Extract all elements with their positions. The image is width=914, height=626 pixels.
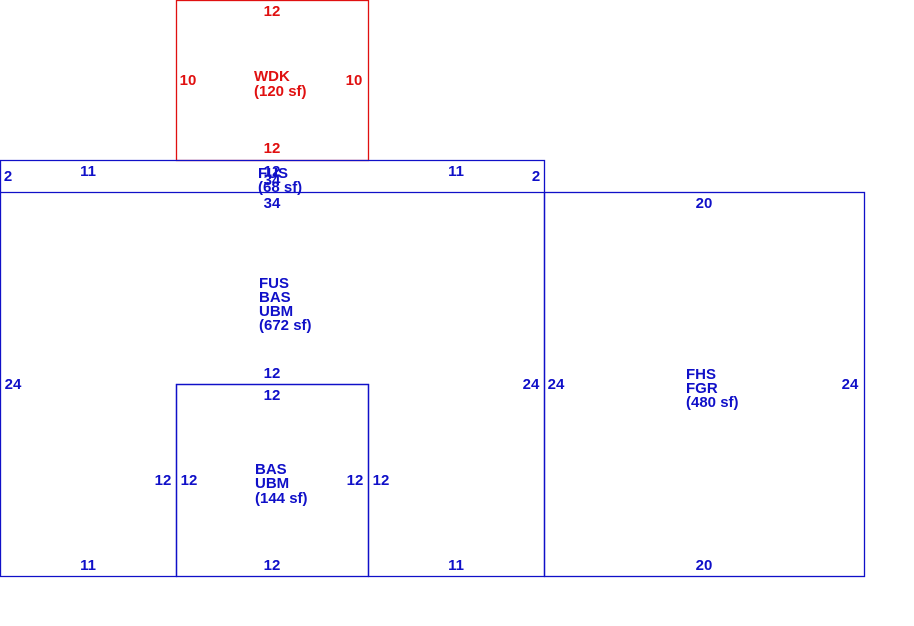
main-area: 34 FUS BAS UBM (672 sf) 24 24 12 12 12 1… bbox=[5, 195, 540, 574]
main-notch-right-dimension: 12 bbox=[373, 472, 390, 489]
wdk-top-dimension: 12 bbox=[264, 3, 281, 20]
main-area-label: (672 sf) bbox=[259, 317, 312, 334]
bas-label-line1: BAS bbox=[255, 461, 287, 478]
main-left-dimension: 24 bbox=[5, 376, 22, 393]
main-bottom-right-dimension: 11 bbox=[448, 557, 464, 574]
fhs-outline bbox=[543, 191, 866, 578]
main-label-line2: BAS bbox=[259, 289, 291, 306]
bas-area-label: (144 sf) bbox=[255, 490, 308, 507]
fus-strip-right-dimension: 2 bbox=[532, 168, 540, 185]
wdk-code-label: WDK bbox=[254, 68, 290, 85]
fhs-area: 20 24 24 FHS FGR (480 sf) 20 bbox=[543, 191, 866, 578]
main-top-dimension: 34 bbox=[264, 195, 281, 212]
bas-top-dimension: 12 bbox=[264, 387, 281, 404]
fus-strip-code-label: FUS bbox=[258, 165, 288, 182]
fus-strip-bottom-dimension: 34 bbox=[264, 172, 281, 189]
fus-strip-area: 2 11 11 2 12 FUS 34 (68 sf) bbox=[4, 163, 540, 196]
wdk-bottom-dimension: 12 bbox=[264, 140, 281, 157]
fhs-left-dimension: 24 bbox=[548, 376, 565, 393]
wdk-left-dimension: 10 bbox=[180, 72, 197, 89]
bas-right-dimension: 12 bbox=[347, 472, 364, 489]
wdk-area-label: (120 sf) bbox=[254, 83, 307, 100]
wdk-right-dimension: 10 bbox=[346, 72, 363, 89]
fhs-bottom-dimension: 20 bbox=[696, 557, 713, 574]
bas-label-line2: UBM bbox=[255, 475, 289, 492]
main-label-line1: FUS bbox=[259, 275, 289, 292]
fhs-label-line2: FGR bbox=[686, 380, 718, 397]
bas-left-dimension: 12 bbox=[181, 472, 198, 489]
bas-bottom-dimension: 12 bbox=[264, 557, 281, 574]
fhs-top-dimension: 20 bbox=[696, 195, 713, 212]
main-bottom-left-dimension: 11 bbox=[80, 557, 96, 574]
main-label-line3: UBM bbox=[259, 303, 293, 320]
main-notch-top-dimension: 12 bbox=[264, 365, 281, 382]
fus-strip-top-left-dimension: 11 bbox=[80, 163, 96, 180]
main-right-dimension: 24 bbox=[523, 376, 540, 393]
wdk-area: 12 10 10 WDK (120 sf) 12 bbox=[175, 0, 370, 162]
main-notch-left-dimension: 12 bbox=[155, 472, 172, 489]
fhs-right-dimension: 24 bbox=[842, 376, 859, 393]
fhs-area-label: (480 sf) bbox=[686, 394, 739, 411]
bas-area: 12 BAS UBM (144 sf) 12 12 12 bbox=[181, 387, 364, 574]
fus-strip-left-dimension: 2 bbox=[4, 168, 12, 185]
fus-strip-top-right-dimension: 11 bbox=[448, 163, 464, 180]
fhs-label-line1: FHS bbox=[686, 366, 716, 383]
fus-strip-top-mid-dimension: 12 bbox=[264, 163, 281, 180]
fus-strip-area-label: (68 sf) bbox=[258, 179, 302, 196]
bas-outline bbox=[175, 383, 370, 578]
